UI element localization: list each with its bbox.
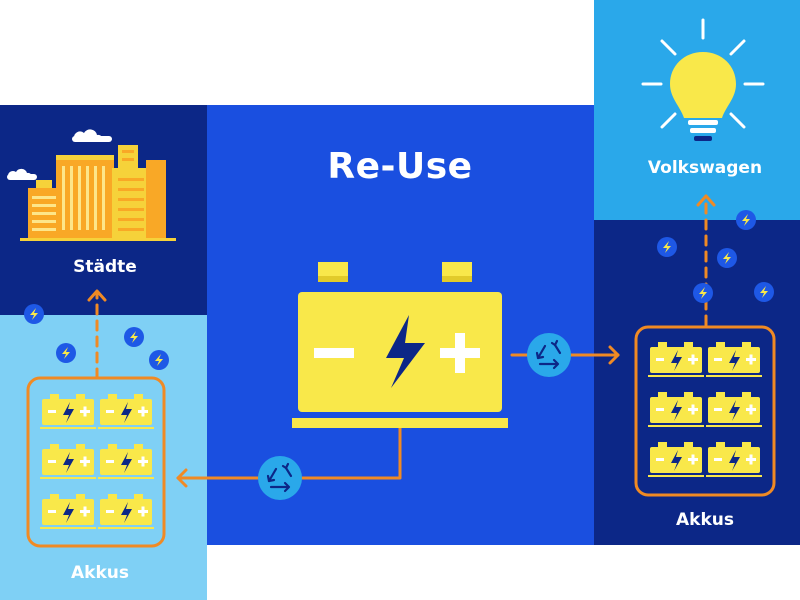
battery-pack-left — [26, 376, 166, 548]
battery-icon — [292, 262, 508, 428]
recycle-icon-right — [525, 331, 573, 379]
city-skyline-icon — [7, 129, 176, 241]
recycle-icon-left — [256, 454, 304, 502]
diagram-title: Re-Use — [327, 146, 473, 187]
batteries-right-panel — [594, 220, 800, 545]
batteries-left-label: Akkus — [71, 563, 129, 583]
left-up-arrowhead — [87, 289, 107, 302]
battery-pack-right — [634, 325, 776, 497]
reuse-to-left-arrow — [176, 426, 402, 480]
reuse-to-right-arrowhead — [608, 345, 620, 365]
light-bulb-icon — [641, 18, 765, 141]
right-up-arrowhead — [696, 194, 716, 207]
cities-label: Städte — [73, 257, 137, 277]
reuse-to-left-arrowhead — [176, 468, 188, 488]
volkswagen-label: Volkswagen — [647, 158, 763, 178]
batteries-right-label: Akkus — [676, 510, 734, 530]
